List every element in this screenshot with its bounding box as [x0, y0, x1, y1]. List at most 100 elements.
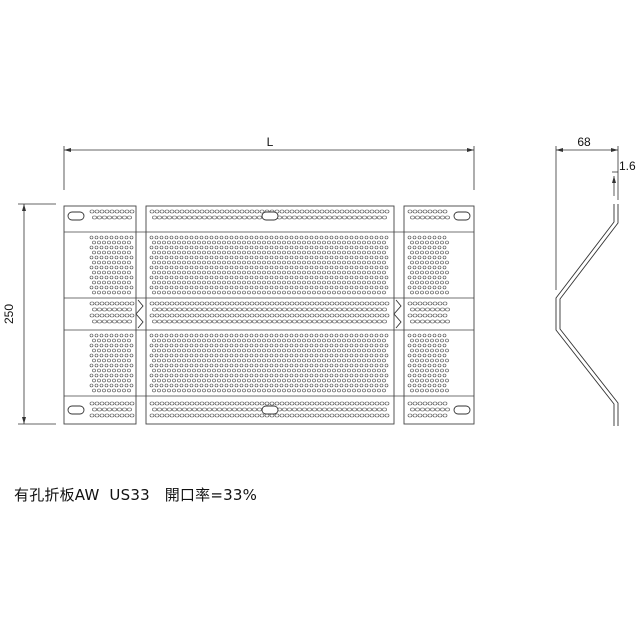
perforation-hole — [294, 353, 299, 358]
perforation-hole — [127, 280, 131, 285]
perforation-hole — [337, 280, 341, 285]
perforation-hole — [379, 401, 385, 406]
perforation-hole — [329, 265, 334, 270]
perforation-hole — [367, 215, 372, 220]
perforation-hole — [324, 373, 329, 378]
perforation-hole — [257, 250, 261, 255]
perforation-hole — [197, 307, 202, 312]
perforation-hole — [342, 250, 346, 255]
perforation-hole — [247, 215, 252, 220]
perforation-hole — [264, 285, 269, 290]
perforation-hole — [119, 285, 124, 290]
perforation-hole — [342, 319, 347, 324]
perforation-hole — [149, 401, 155, 406]
perforation-hole — [329, 413, 335, 418]
perforation-hole — [367, 319, 372, 324]
perforation-hole — [252, 270, 256, 275]
perforation-hole — [124, 413, 130, 418]
perforation-hole — [277, 319, 282, 324]
perforation-hole — [284, 383, 289, 388]
perforation-hole — [94, 343, 99, 348]
perforation-hole — [244, 343, 249, 348]
perforation-hole — [442, 353, 447, 358]
perforation-hole — [184, 313, 190, 318]
perforation-hole — [319, 413, 325, 418]
perforation-hole — [269, 333, 274, 338]
perforation-hole — [254, 373, 259, 378]
perforation-hole — [314, 363, 319, 368]
perforation-hole — [422, 275, 427, 280]
perforation-hole — [249, 255, 254, 260]
perforation-hole — [332, 215, 337, 220]
perforation-hole — [272, 250, 276, 255]
perforation-hole — [177, 388, 181, 393]
perforation-hole — [159, 353, 164, 358]
perforation-hole — [149, 209, 155, 214]
perforation-hole — [420, 378, 424, 383]
perforation-hole — [167, 270, 171, 275]
perforation-hole — [164, 343, 169, 348]
perforation-hole — [172, 378, 176, 383]
perforation-hole — [222, 307, 227, 312]
perforation-hole — [272, 319, 277, 324]
perforation-hole — [232, 368, 236, 373]
perforation-hole — [259, 285, 264, 290]
perforation-hole — [342, 348, 346, 353]
perforation-hole — [164, 363, 169, 368]
perforation-hole — [184, 401, 190, 406]
perforation-hole — [329, 401, 335, 406]
perforation-hole — [267, 348, 271, 353]
perforation-hole — [334, 353, 339, 358]
perforation-hole — [347, 240, 351, 245]
perforation-hole — [369, 275, 374, 280]
perforation-hole — [289, 245, 294, 250]
perforation-hole — [247, 338, 251, 343]
perforation-hole — [435, 215, 440, 220]
perforation-hole — [415, 250, 419, 255]
perforation-hole — [154, 401, 160, 406]
perforation-hole — [382, 348, 386, 353]
perforation-hole — [164, 333, 169, 338]
perforation-hole — [302, 280, 306, 285]
perforation-hole — [342, 270, 346, 275]
perforation-hole — [445, 280, 449, 285]
perforation-hole — [339, 245, 344, 250]
perforation-hole — [312, 348, 316, 353]
perforation-hole — [412, 373, 417, 378]
perforation-hole — [159, 313, 165, 318]
perforation-hole — [184, 353, 189, 358]
perforation-hole — [154, 373, 159, 378]
perforation-hole — [214, 313, 220, 318]
perforation-hole — [164, 353, 169, 358]
perforation-hole — [224, 265, 229, 270]
perforation-hole — [247, 388, 251, 393]
perforation-hole — [377, 388, 381, 393]
perforation-hole — [362, 270, 366, 275]
perforation-hole — [129, 313, 135, 318]
perforation-hole — [359, 353, 364, 358]
perforation-hole — [410, 388, 414, 393]
perforation-hole — [89, 209, 95, 214]
perforation-hole — [162, 319, 167, 324]
perforation-hole — [184, 413, 190, 418]
perforation-hole — [192, 407, 197, 412]
perforation-hole — [274, 413, 280, 418]
perforation-hole — [382, 280, 386, 285]
perforation-hole — [102, 368, 106, 373]
perforation-hole — [309, 333, 314, 338]
perforation-hole — [337, 290, 341, 295]
perforation-hole — [342, 378, 346, 383]
perforation-hole — [247, 307, 252, 312]
perforation-hole — [432, 333, 437, 338]
perforation-hole — [412, 275, 417, 280]
perforation-hole — [417, 265, 422, 270]
perforation-hole — [284, 285, 289, 290]
perforation-hole — [92, 270, 96, 275]
perforation-hole — [262, 338, 266, 343]
perforation-hole — [162, 290, 166, 295]
perforation-hole — [239, 343, 244, 348]
perforation-hole — [435, 240, 439, 245]
perforation-hole — [94, 313, 100, 318]
perforation-hole — [102, 338, 106, 343]
perforation-hole — [232, 250, 236, 255]
